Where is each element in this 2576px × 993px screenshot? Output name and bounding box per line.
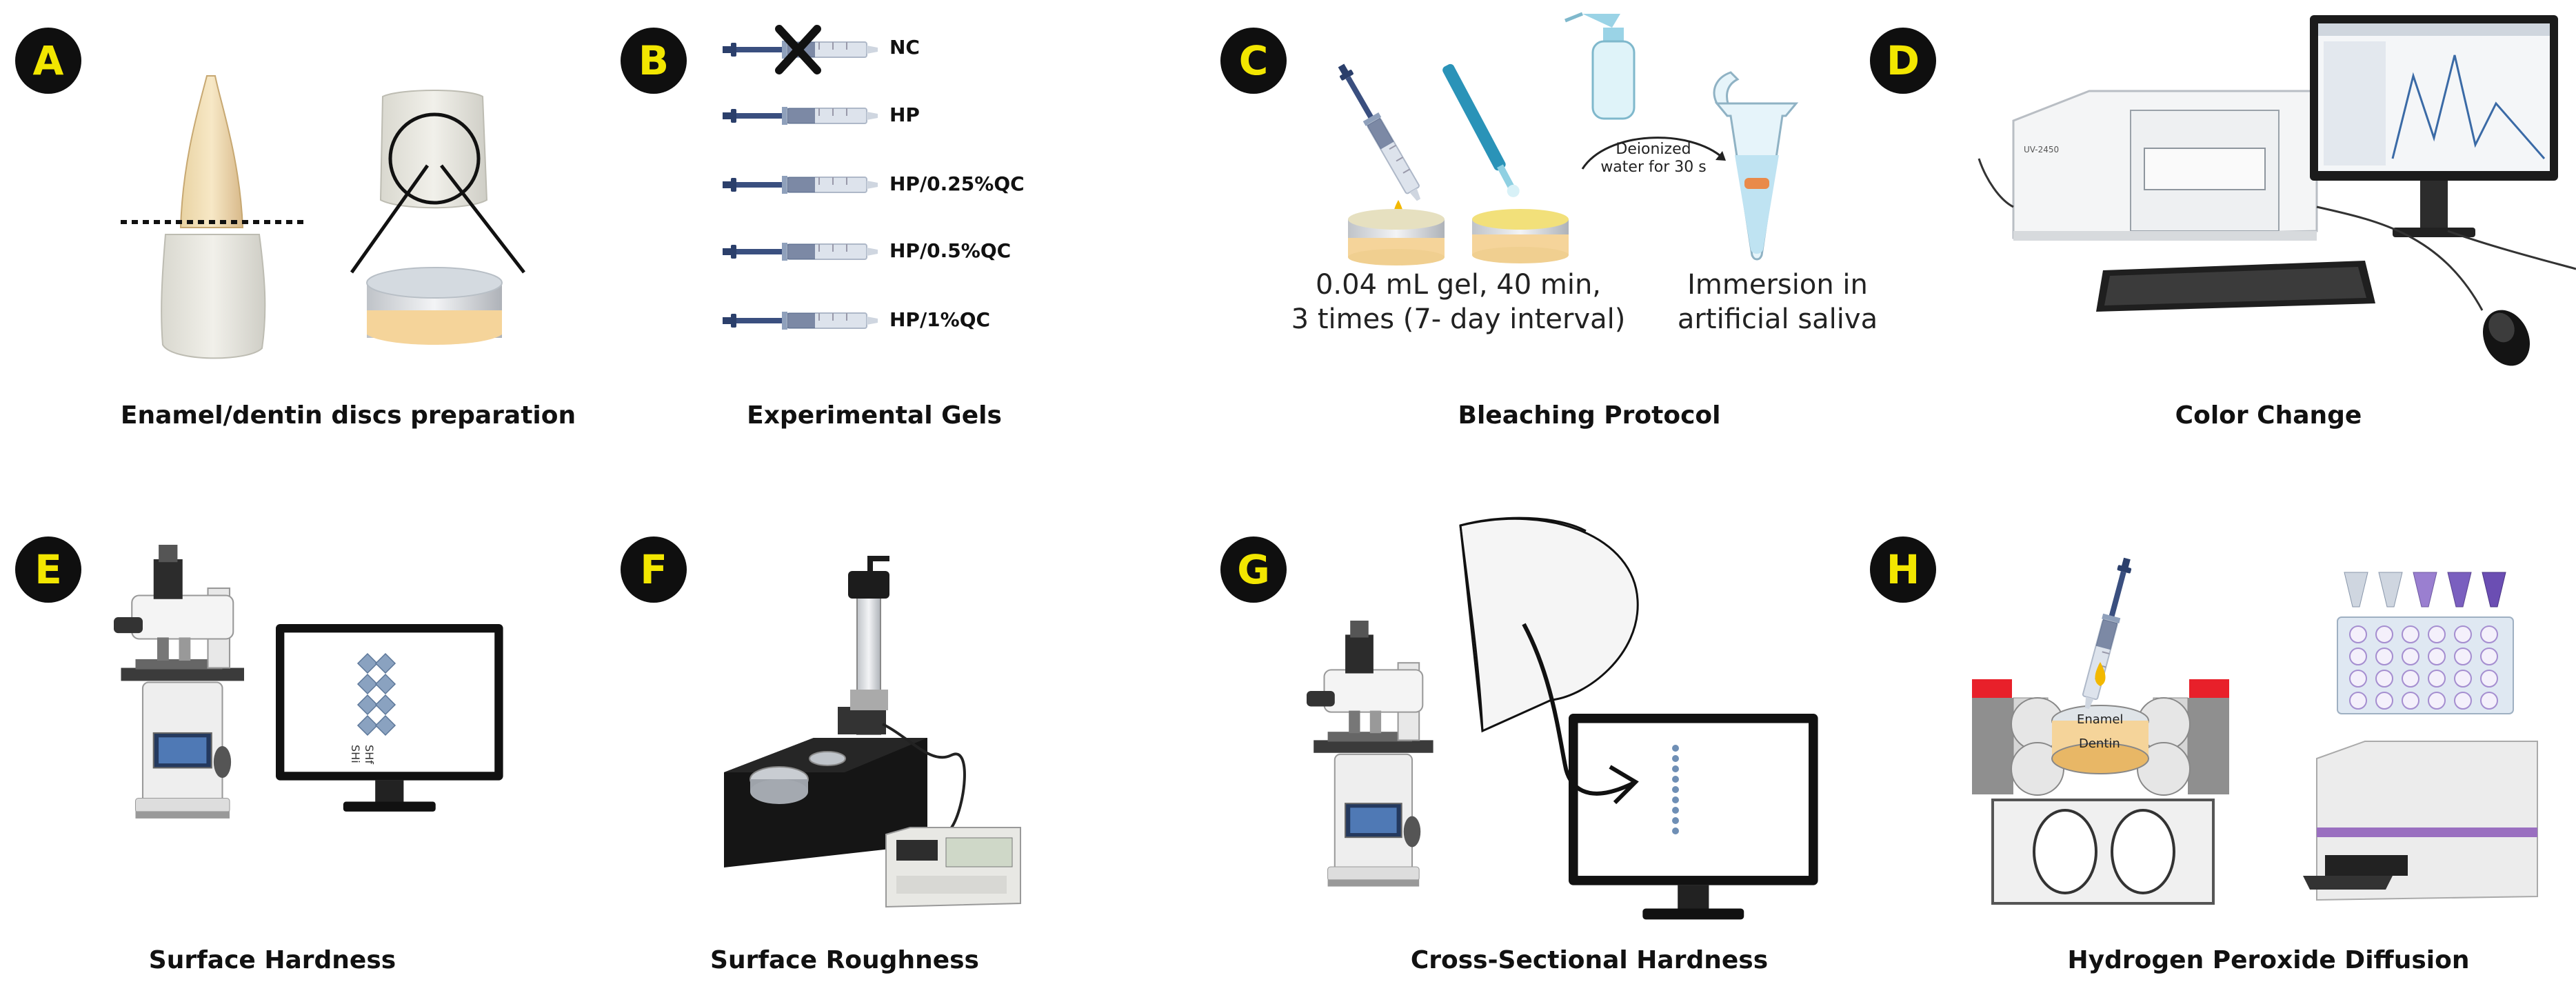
panel-b-illustration	[722, 25, 878, 330]
panel-a-illustration	[121, 75, 525, 359]
gel-label-hp-025qc: HP/0.25%QC	[889, 172, 1025, 195]
gel-label-hp-05qc: HP/0.5%QC	[889, 239, 1012, 262]
water-rinse-text: Deionized water for 30 s	[1600, 141, 1706, 177]
gel-label-hp: HP	[889, 103, 920, 126]
caption-g: Cross-Sectional Hardness	[1410, 946, 1769, 974]
panel-f-illustration	[724, 556, 1021, 908]
caption-e: Surface Hardness	[148, 946, 396, 974]
caption-c: Bleaching Protocol	[1458, 401, 1721, 430]
saliva-line1: Immersion in	[1687, 269, 1868, 301]
caption-d: Color Change	[2175, 401, 2362, 430]
gel-label-hp-1qc: HP/1%QC	[889, 308, 991, 331]
dentin-label: Dentin	[2079, 736, 2120, 751]
gel-protocol-line2: 3 times (7- day interval)	[1291, 303, 1626, 335]
saliva-line2: artificial saliva	[1677, 303, 1878, 335]
panel-c-badge: C	[1220, 28, 1287, 94]
gel-protocol-line1: 0.04 mL gel, 40 min,	[1315, 269, 1602, 301]
gel-label-nc: NC	[889, 36, 920, 59]
caption-f: Surface Roughness	[710, 946, 979, 974]
panel-d-illustration	[1978, 15, 2576, 366]
shf-label: SHf	[363, 745, 376, 764]
panel-f-badge: F	[621, 536, 687, 603]
panel-h-badge: H	[1870, 536, 1936, 603]
caption-h: Hydrogen Peroxide Diffusion	[2067, 946, 2470, 974]
enamel-label: Enamel	[2077, 712, 2124, 727]
caption-b: Experimental Gels	[747, 401, 1002, 430]
panel-d-badge: D	[1870, 28, 1936, 94]
water-rinse-line2: water for 30 s	[1600, 159, 1707, 177]
spectrophotometer-label: UV-2450	[2024, 145, 2060, 154]
gel-protocol-text: 0.04 mL gel, 40 min, 3 times (7- day int…	[1291, 268, 1626, 337]
panel-e-badge: E	[15, 536, 81, 603]
panel-g-illustration	[1305, 516, 1818, 920]
panel-c-illustration	[1332, 12, 1799, 265]
panel-a-badge: A	[15, 28, 81, 94]
shi-label: SHi	[349, 745, 362, 763]
panel-h-illustration	[1972, 555, 2538, 905]
caption-a: Enamel/dentin discs preparation	[120, 401, 576, 430]
saliva-text: Immersion in artificial saliva	[1678, 268, 1878, 337]
panel-e-illustration	[112, 543, 503, 819]
water-rinse-line1: Deionized	[1616, 141, 1691, 158]
panel-g-badge: G	[1220, 536, 1287, 603]
panel-b-badge: B	[621, 28, 687, 94]
